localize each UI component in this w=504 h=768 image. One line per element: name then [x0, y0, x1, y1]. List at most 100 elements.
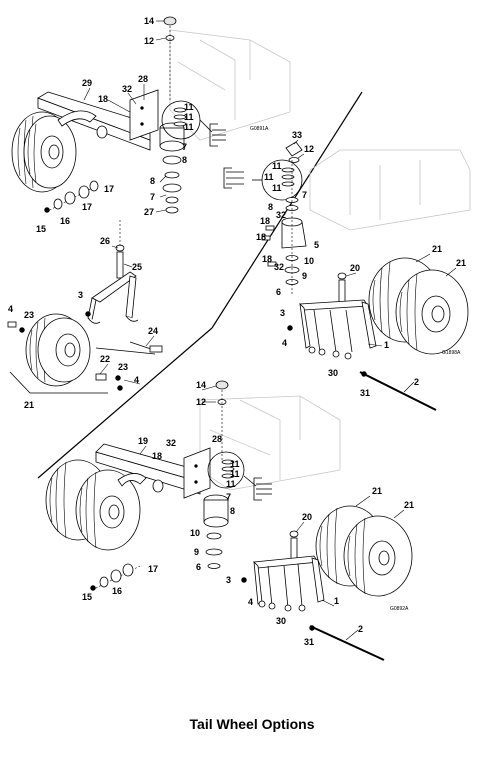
callout: 11: [264, 172, 274, 182]
callout: 5: [314, 240, 319, 250]
callout: 6: [196, 562, 201, 572]
mower-frame: [169, 29, 291, 141]
shim-detail: [209, 123, 226, 147]
callout: 33: [292, 130, 302, 140]
callout: 2: [358, 624, 363, 634]
tire-top-left: [11, 110, 97, 193]
callout: 16: [112, 586, 122, 596]
shim-detail-bottom: [253, 477, 272, 501]
option-bottom: G0892A: [45, 380, 413, 661]
mount-plate: [129, 89, 159, 141]
callout: 10: [304, 256, 314, 266]
callout: 11: [184, 122, 194, 132]
option-top-left: G0891A: [7, 16, 291, 394]
callout: 18: [256, 232, 266, 242]
callout: 31: [360, 388, 370, 398]
callout: 1: [384, 340, 389, 350]
callout: 8: [182, 155, 187, 165]
tail-wheel-options-diagram: G0891A: [7, 16, 471, 661]
callout: 18: [98, 94, 108, 104]
callout: 25: [132, 262, 142, 272]
callout: 6: [276, 287, 281, 297]
figure-code-bottom: G0892A: [390, 606, 409, 612]
callout: 30: [276, 616, 286, 626]
callout: 9: [302, 271, 307, 281]
callout: 20: [302, 512, 312, 522]
callout: 3: [78, 290, 83, 300]
callout: 18: [152, 451, 162, 461]
callout: 21: [24, 400, 34, 410]
callout: 14: [144, 16, 154, 26]
callout: 11: [226, 479, 236, 489]
callout: 32: [122, 84, 132, 94]
callout: 18: [262, 254, 272, 264]
figure-code-right: G1898A: [442, 350, 461, 356]
callout: 2: [414, 377, 419, 387]
callout: 7: [226, 492, 231, 502]
callout: 9: [194, 547, 199, 557]
callout: 1: [334, 596, 339, 606]
callout: 12: [144, 36, 154, 46]
callouts-bottom: 14 12 19 28 32 18 11 11 11 7 8 10 9 6 17…: [82, 380, 414, 647]
callout: 4: [248, 597, 253, 607]
callout: 7: [302, 190, 307, 200]
callout: 12: [304, 144, 314, 154]
dual-tires-bottom-left: [45, 459, 147, 551]
callout: 16: [60, 216, 70, 226]
callout: 8: [268, 202, 273, 212]
dual-tires-bottom-right: [315, 505, 413, 597]
callout: 23: [118, 362, 128, 372]
callout: 21: [372, 486, 382, 496]
callouts-top-left: 14 12 29 28 32 18 11 11 11 7 8 8 7 27 17…: [8, 16, 194, 410]
callout: 21: [404, 500, 414, 510]
callout: 11: [184, 102, 194, 112]
divider-bottom: [37, 327, 213, 479]
tire-option-1-lower: [25, 313, 156, 387]
callout: 4: [282, 338, 287, 348]
callout: 15: [36, 224, 46, 234]
callout: 17: [104, 184, 114, 194]
dual-tires-right: [368, 257, 469, 355]
callout: 27: [144, 207, 154, 217]
callout: 18: [260, 216, 270, 226]
fork-right: [299, 272, 377, 360]
fork-bottom: [253, 530, 325, 612]
callout: 31: [304, 637, 314, 647]
callout: 15: [82, 592, 92, 602]
callout: 3: [280, 308, 285, 318]
diagram-caption: Tail Wheel Options: [189, 716, 315, 732]
callout: 7: [150, 192, 155, 202]
callout: 4: [8, 304, 13, 314]
callout: 23: [24, 310, 34, 320]
fork-top-left: [87, 220, 139, 324]
callout: 17: [148, 564, 158, 574]
callout: 17: [82, 202, 92, 212]
callout: 22: [100, 354, 110, 364]
leader-lines: [83, 20, 457, 641]
callout: 11: [230, 459, 240, 469]
shim-detail-right: [223, 167, 244, 189]
callout: 4: [134, 375, 139, 385]
axle-bottom: [309, 625, 385, 661]
callout: 28: [138, 74, 148, 84]
callout: 11: [184, 112, 194, 122]
cap: [163, 16, 177, 26]
zoom-circle-bottom: [207, 451, 245, 489]
callout: 20: [350, 263, 360, 273]
hardware-15-17: [44, 180, 99, 213]
callout: 11: [272, 161, 282, 171]
option-right: G1898A: [223, 141, 471, 411]
hardware-15-17-bottom: [90, 563, 141, 591]
callout: 30: [328, 368, 338, 378]
callout: 32: [274, 262, 284, 272]
callout: 19: [138, 436, 148, 446]
callout: 14: [196, 380, 206, 390]
callout: 11: [272, 183, 282, 193]
callout: 21: [432, 244, 442, 254]
callout: 29: [82, 78, 92, 88]
callout: 21: [456, 258, 466, 268]
callout: 3: [226, 575, 231, 585]
callout: 32: [276, 210, 286, 220]
callout: 10: [190, 528, 200, 538]
callout: 24: [148, 326, 158, 336]
